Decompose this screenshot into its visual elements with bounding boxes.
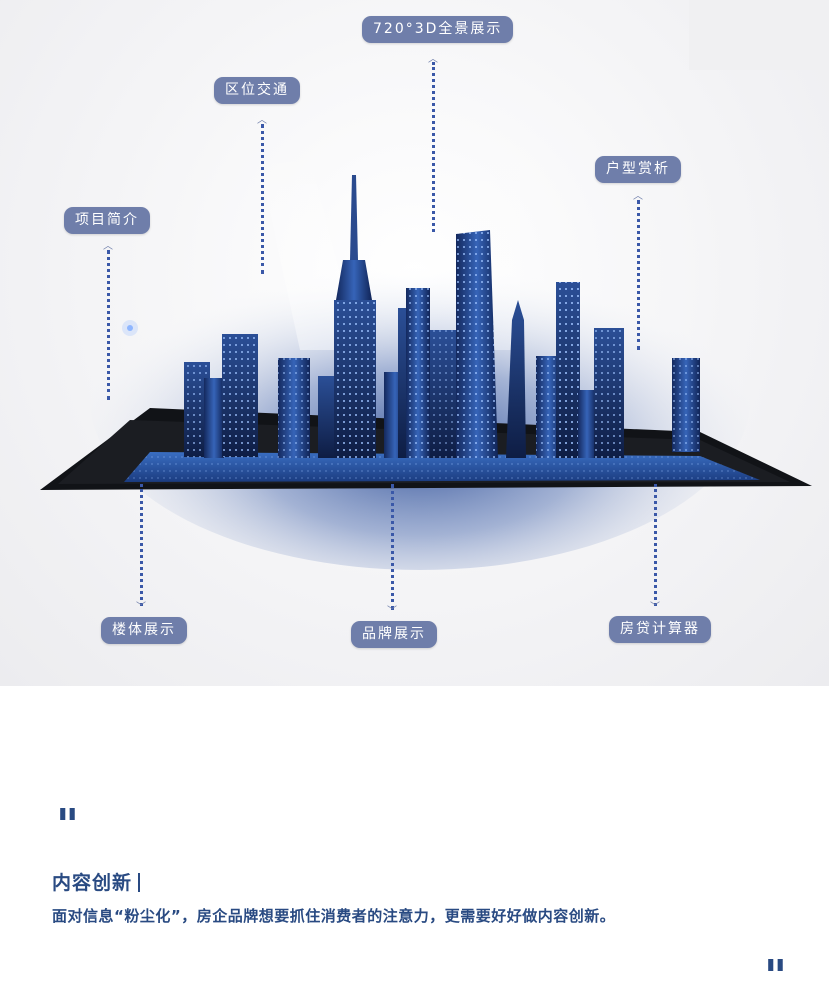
connector-brand bbox=[391, 484, 394, 610]
chevron-down-icon: ﹀ bbox=[650, 602, 660, 613]
connector-layout bbox=[637, 200, 640, 350]
connector-building bbox=[140, 484, 143, 606]
connector-panorama bbox=[432, 62, 435, 232]
label-location: 区位交通 bbox=[214, 77, 300, 104]
label-mortgage: 房贷计算器 bbox=[609, 616, 711, 643]
chevron-up-icon: ︿ bbox=[633, 191, 643, 202]
quote-title-text: 内容创新 bbox=[52, 872, 133, 894]
label-building: 楼体展示 bbox=[101, 617, 187, 644]
chevron-down-icon: ﹀ bbox=[136, 602, 146, 613]
close-quote-icon: " bbox=[764, 951, 787, 1002]
corner-panel bbox=[689, 0, 829, 70]
label-brand: 品牌展示 bbox=[351, 621, 437, 648]
city-on-tablet-graphic bbox=[40, 90, 812, 570]
quote-title: 内容创新 bbox=[52, 868, 141, 895]
open-quote-icon: " bbox=[56, 800, 79, 851]
chevron-up-icon: ︿ bbox=[103, 241, 113, 252]
label-panorama: 720°3D全景展示 bbox=[362, 16, 514, 43]
hero-illustration: ︿ ︿ ︿ ︿ ﹀ ﹀ ﹀ 720°3D全景展示 区位交通 户型赏析 项目简介 … bbox=[0, 0, 829, 686]
quote-body: 面对信息“粉尘化”，房企品牌想要抓住消费者的注意力，更需要好好做内容创新。 bbox=[52, 907, 616, 925]
label-layout: 户型赏析 bbox=[595, 156, 681, 183]
chevron-down-icon: ﹀ bbox=[387, 606, 397, 617]
connector-location bbox=[261, 124, 264, 274]
title-divider bbox=[138, 873, 141, 892]
label-project: 项目简介 bbox=[64, 207, 150, 234]
chevron-up-icon: ︿ bbox=[428, 54, 438, 65]
chevron-up-icon: ︿ bbox=[257, 115, 267, 126]
connector-project bbox=[107, 250, 110, 400]
connector-mortgage bbox=[654, 484, 657, 606]
